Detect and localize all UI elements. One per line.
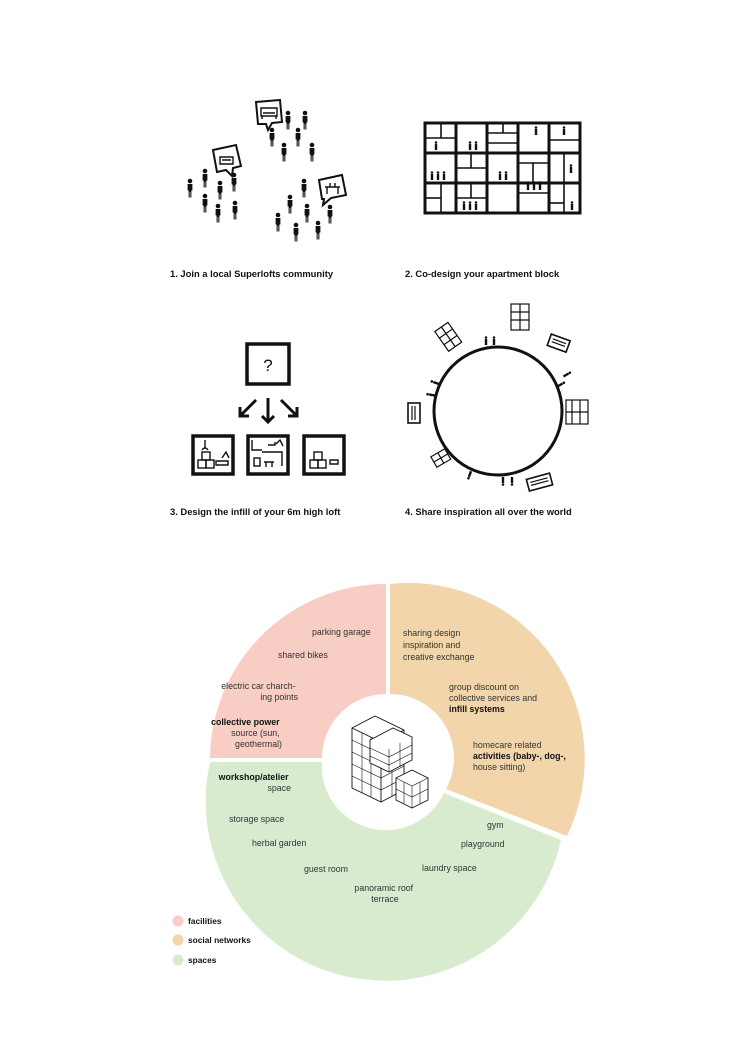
question-box [245, 342, 291, 386]
legend-label-social-networks: social networks [188, 935, 251, 945]
step4-caption: 4. Share inspiration all over the world [405, 506, 572, 517]
facility-collective-power: collective power source (sun, geothermal… [211, 717, 282, 749]
building-isometric-icon [351, 715, 429, 809]
legend-dot-facilities [172, 915, 184, 927]
speech-bubble-bed-icon [254, 98, 284, 133]
space-workshop-atelier: workshop/atelier space [218, 772, 291, 793]
tower-block-icon [430, 447, 452, 469]
tower-block-icon [510, 303, 530, 331]
step3-caption: 3. Design the infill of your 6m high lof… [170, 506, 340, 517]
legend-dot-spaces [172, 954, 184, 966]
legend-label-spaces: spaces [188, 955, 217, 965]
step2-apartment-block-illustration [423, 121, 582, 215]
space-storage: storage space [229, 814, 284, 824]
space-playground: playground [461, 839, 505, 849]
space-panoramic-roof-terrace: panoramic roof terrace [354, 883, 415, 904]
space-gym: gym [487, 820, 504, 830]
signboard-icon [407, 402, 421, 424]
loft-option-2 [246, 434, 290, 476]
loft-option-3 [302, 434, 346, 476]
step3-infill-illustration: ? [191, 342, 346, 476]
step2-caption: 2. Co-design your apartment block [405, 268, 560, 279]
speech-bubble-sofa-icon [211, 143, 243, 179]
space-laundry: laundry space [422, 863, 477, 873]
donut-chart [205, 582, 585, 981]
facility-shared-bikes: shared bikes [278, 650, 328, 660]
segment-facilities [210, 584, 386, 758]
legend-dot-social-networks [172, 934, 184, 946]
question-mark: ? [263, 356, 272, 375]
facility-electric-car-charging: electric car charch- ing points [221, 681, 298, 702]
space-herbal-garden: herbal garden [252, 838, 306, 848]
arrows-down-icon [238, 398, 299, 425]
social-homecare: homecare related activities (baby-, dog-… [473, 740, 568, 772]
tower-block-icon [565, 399, 589, 425]
step4-globe-illustration [407, 303, 589, 492]
step1-community-illustration [187, 98, 348, 242]
signboard-icon [525, 472, 554, 492]
globe-circle [432, 345, 564, 477]
legend-label-facilities: facilities [188, 916, 222, 926]
signboard-icon [546, 333, 572, 354]
step1-caption: 1. Join a local Superlofts community [170, 268, 334, 279]
social-group-discount: group discount on collective services an… [449, 682, 539, 714]
legend: facilities social networks spaces [172, 915, 251, 966]
tower-block-icon [433, 321, 463, 353]
speech-bubble-table-icon [317, 173, 348, 208]
facility-parking-garage: parking garage [312, 627, 371, 637]
space-guest-room: guest room [304, 864, 348, 874]
loft-option-1 [191, 434, 235, 476]
social-sharing-design: sharing design inspiration and creative … [403, 628, 475, 662]
segment-social-networks [390, 582, 585, 836]
segment-spaces [205, 762, 561, 981]
